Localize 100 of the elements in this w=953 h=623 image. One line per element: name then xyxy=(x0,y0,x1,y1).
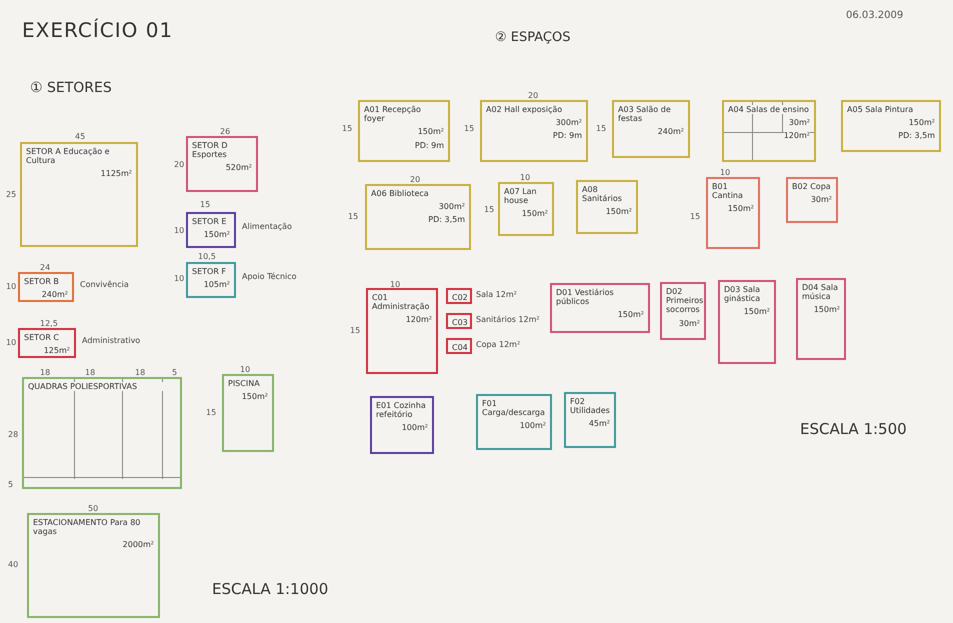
room-box xyxy=(722,100,816,162)
side-note: Sala 12m² xyxy=(476,290,517,299)
room-box xyxy=(446,313,472,329)
dimension-label: 15 xyxy=(348,212,358,221)
area-label: 30m² xyxy=(788,118,810,128)
sector-box xyxy=(222,374,274,452)
area-label: 150m² xyxy=(522,209,548,219)
dimension-label: 15 xyxy=(464,124,474,133)
room-box xyxy=(660,282,706,340)
room-name: D04 Sala música xyxy=(802,283,840,302)
area-label: 150m² xyxy=(618,310,644,320)
sector-box xyxy=(27,513,160,618)
room-name: A04 Salas de ensino xyxy=(728,105,810,114)
dimension-label: 15 xyxy=(200,200,210,209)
room-box xyxy=(786,177,838,223)
area-label: 100m² xyxy=(402,423,428,433)
room-box xyxy=(446,338,472,354)
room-name: C04 xyxy=(452,343,466,352)
room-box xyxy=(576,180,638,234)
area-label: 30m² xyxy=(810,195,832,204)
dimension-label: 12,5 xyxy=(40,319,58,328)
room-name: C02 xyxy=(452,293,466,302)
dimension-label: 10 xyxy=(520,173,530,182)
room-box xyxy=(476,394,552,450)
area-label: 30m² xyxy=(678,318,700,328)
room-box xyxy=(498,182,554,236)
dimension-label: 26 xyxy=(220,127,230,136)
area-label: 1125m² xyxy=(100,169,132,179)
scale-note: ESCALA 1:1000 xyxy=(212,580,328,598)
dimension-label: 15 xyxy=(690,212,700,221)
area-label: PD: 3,5m xyxy=(898,131,935,141)
sector-box xyxy=(20,142,138,247)
area-label: 2000m² xyxy=(122,540,154,550)
dimension-label: 18 xyxy=(85,368,96,377)
room-box xyxy=(550,283,650,333)
dimension-label: 10 xyxy=(6,338,16,347)
area-label: 240m² xyxy=(658,127,684,137)
room-box xyxy=(446,288,472,304)
date-label: 06.03.2009 xyxy=(846,10,904,21)
room-box xyxy=(365,184,471,250)
side-note: Convivência xyxy=(80,280,129,289)
area-label: 150m² xyxy=(242,392,268,402)
area-label: 45m² xyxy=(588,419,610,429)
section-heading: ② ESPAÇOS xyxy=(495,30,570,45)
dimension-label: 24 xyxy=(40,263,50,272)
dimension-label: 10 xyxy=(390,280,400,289)
dimension-label: 18 xyxy=(135,368,146,377)
dimension-label: 50 xyxy=(88,504,98,513)
room-name: F02 Utilidades xyxy=(570,397,610,416)
dimension-label: 10 xyxy=(174,226,184,235)
room-box xyxy=(841,100,941,152)
section-heading: ① SETORES xyxy=(30,80,112,96)
room-box xyxy=(706,177,760,249)
sector-box xyxy=(22,377,182,489)
room-name: C03 xyxy=(452,318,466,328)
dimension-label: 15 xyxy=(484,205,494,214)
dimension-label: 20 xyxy=(528,91,538,100)
area-label: PD: 9m xyxy=(552,131,582,141)
dimension-label: 5 xyxy=(8,480,14,489)
dimension-label: 10,5 xyxy=(198,252,216,261)
dimension-label: 20 xyxy=(410,175,420,184)
dimension-label: 15 xyxy=(342,124,352,133)
scale-note: ESCALA 1:500 xyxy=(800,420,907,438)
area-label: 120m² xyxy=(784,131,810,141)
area-label: 520m² xyxy=(226,163,252,173)
dimension-label: 5 xyxy=(172,368,178,377)
area-label: 150m² xyxy=(418,127,444,137)
side-note: Apoio Técnico xyxy=(242,272,297,281)
room-box xyxy=(718,280,776,364)
area-label: 105m² xyxy=(204,280,230,290)
area-label: 300m² xyxy=(438,202,465,212)
room-box xyxy=(366,288,438,374)
area-label: PD: 9m xyxy=(414,140,444,150)
sector-box xyxy=(18,272,74,302)
room-box xyxy=(480,100,588,162)
room-box xyxy=(370,396,434,454)
side-note: Copa 12m² xyxy=(476,340,520,349)
room-box xyxy=(612,100,690,158)
area-label: 150m² xyxy=(744,307,770,317)
sector-box xyxy=(186,136,258,192)
page-title: EXERCÍCIO 01 xyxy=(22,18,174,42)
side-note: Administrativo xyxy=(82,336,140,345)
room-box xyxy=(358,100,450,162)
dimension-label: 15 xyxy=(350,326,360,335)
sector-box xyxy=(186,212,236,248)
dimension-label: 10 xyxy=(174,274,184,283)
area-label: PD: 3,5m xyxy=(428,215,465,225)
dimension-label: 10 xyxy=(720,168,730,177)
dimension-label: 10 xyxy=(240,365,250,374)
dimension-label: 15 xyxy=(596,124,606,133)
room-name: C01 Administração xyxy=(372,293,432,312)
dimension-label: 40 xyxy=(8,560,18,569)
dimension-label: 25 xyxy=(6,190,16,199)
area-label: 125m² xyxy=(44,346,70,356)
room-name: E01 Cozinha refeitório xyxy=(376,401,428,420)
sector-box xyxy=(18,328,76,358)
dimension-label: 45 xyxy=(75,132,86,141)
area-label: 150m² xyxy=(204,230,230,240)
area-label: 300m² xyxy=(556,118,582,128)
dimension-label: 20 xyxy=(174,160,184,169)
